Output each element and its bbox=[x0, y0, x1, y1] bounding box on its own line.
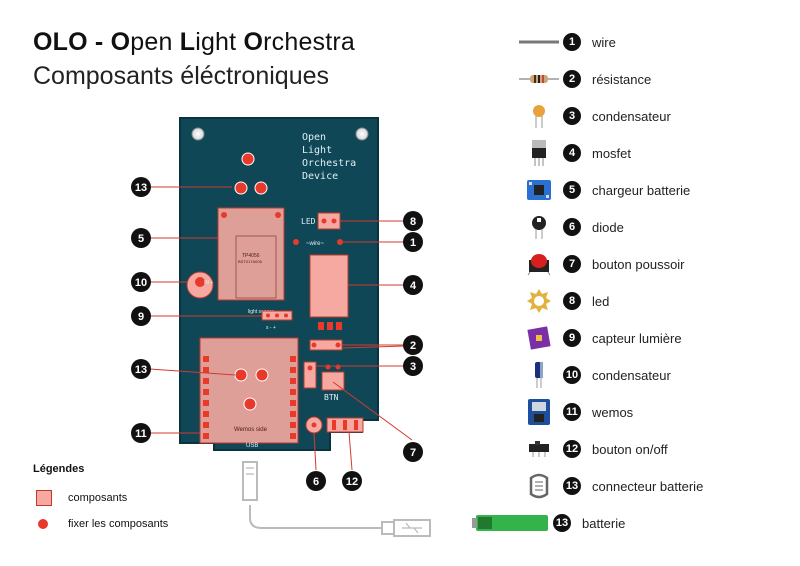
mounting-hole bbox=[355, 127, 369, 141]
svg-text:s - +: s - + bbox=[266, 325, 276, 331]
svg-text:3: 3 bbox=[410, 361, 416, 373]
svg-text:6: 6 bbox=[313, 476, 319, 488]
legend: Légendes composants fixer les composants bbox=[33, 463, 168, 537]
svg-text:1: 1 bbox=[410, 237, 416, 249]
battery-icon bbox=[471, 509, 553, 537]
svg-text:4: 4 bbox=[410, 280, 417, 292]
legend-title: Légendes bbox=[33, 463, 85, 475]
part-item: 4 mosfet bbox=[515, 138, 795, 168]
component-swatch bbox=[36, 490, 52, 506]
led-icon bbox=[515, 287, 563, 315]
battery-connector-icon bbox=[515, 472, 563, 500]
callout-5: 5 bbox=[131, 228, 151, 248]
battery-connector-pad bbox=[234, 181, 248, 195]
svg-text:5: 5 bbox=[138, 233, 144, 245]
resistor-icon bbox=[515, 65, 563, 93]
wire-pad bbox=[293, 239, 299, 245]
svg-text:2: 2 bbox=[410, 340, 416, 352]
callout-6: 6 bbox=[306, 471, 326, 491]
svg-text:8: 8 bbox=[410, 216, 416, 228]
mosfet-icon bbox=[515, 139, 563, 167]
charger-footprint bbox=[217, 207, 285, 301]
battery-connector-pad bbox=[234, 368, 248, 382]
page-title: OLO - Open Light Orchestra bbox=[33, 28, 356, 56]
part-item: 10 condensateur bbox=[515, 360, 795, 390]
svg-text:BTN: BTN bbox=[324, 393, 339, 402]
svg-text:LED: LED bbox=[301, 217, 316, 226]
battery-connector-pad bbox=[254, 181, 268, 195]
callout-2: 2 bbox=[403, 335, 423, 355]
svg-text:USB: USB bbox=[246, 443, 258, 449]
callout-12: 12 bbox=[342, 471, 362, 491]
part-item: 13 connecteur batterie bbox=[515, 471, 795, 501]
svg-text:Device: Device bbox=[302, 171, 338, 182]
svg-text:light sensor: light sensor bbox=[248, 309, 274, 315]
electrolytic-capacitor-icon bbox=[515, 361, 563, 389]
callout-4: 4 bbox=[403, 275, 423, 295]
svg-text:12: 12 bbox=[346, 476, 358, 488]
legend-item-fix: fixer les composants bbox=[33, 511, 168, 537]
svg-text:7: 7 bbox=[410, 447, 416, 459]
led-footprint bbox=[317, 212, 341, 230]
usb-cable bbox=[242, 461, 431, 537]
charger-label: TP4056 bbox=[242, 253, 260, 259]
part-item: 12 bouton on/off bbox=[515, 434, 795, 464]
part-item: 6 diode bbox=[515, 212, 795, 242]
charger-board-icon bbox=[515, 176, 563, 204]
part-item: 2 résistance bbox=[515, 64, 795, 94]
callout-9: 9 bbox=[131, 306, 151, 326]
page-subtitle: Composants éléctroniques bbox=[33, 62, 329, 90]
push-button-icon bbox=[515, 250, 563, 278]
svg-text:13: 13 bbox=[135, 182, 147, 194]
svg-text:Light: Light bbox=[302, 145, 332, 156]
mounting-hole bbox=[191, 127, 205, 141]
board-title: Open Light Orchestra Device bbox=[302, 132, 356, 182]
legend-item-components: composants bbox=[33, 485, 168, 511]
callout-3: 3 bbox=[403, 356, 423, 376]
svg-text:Wemos side: Wemos side bbox=[234, 427, 268, 433]
part-item: 11 wemos bbox=[515, 397, 795, 427]
svg-text:9: 9 bbox=[138, 311, 144, 323]
svg-text:IN +: IN + bbox=[204, 280, 213, 286]
callout-7: 7 bbox=[403, 442, 423, 462]
fix-dot-swatch bbox=[38, 519, 48, 529]
fix-dot bbox=[241, 152, 255, 166]
part-item: 1 wire bbox=[515, 27, 795, 57]
callout-10: 10 bbox=[131, 272, 151, 292]
part-item: 3 condensateur bbox=[515, 101, 795, 131]
callout-8: 8 bbox=[403, 211, 423, 231]
wemos-icon bbox=[515, 398, 563, 426]
wire-icon bbox=[515, 28, 563, 56]
svg-text:Orchestra: Orchestra bbox=[302, 158, 356, 169]
callout-1: 1 bbox=[403, 232, 423, 252]
part-item: 9 capteur lumière bbox=[515, 323, 795, 353]
svg-text:Open: Open bbox=[302, 132, 326, 143]
callout-11: 11 bbox=[131, 423, 151, 443]
switch-icon bbox=[515, 435, 563, 463]
part-item: 13 batterie bbox=[472, 508, 795, 538]
svg-text:10: 10 bbox=[135, 277, 147, 289]
fix-dot bbox=[243, 397, 257, 411]
part-item: 8 led bbox=[515, 286, 795, 316]
svg-text:11: 11 bbox=[135, 428, 147, 440]
mosfet-footprint bbox=[309, 254, 349, 318]
callout-13: 13 bbox=[131, 177, 151, 197]
part-item: 5 chargeur batterie bbox=[515, 175, 795, 205]
diode-icon bbox=[515, 213, 563, 241]
wemos-pins bbox=[203, 356, 296, 439]
svg-text:13: 13 bbox=[135, 364, 147, 376]
ceramic-capacitor-icon bbox=[515, 102, 563, 130]
battery-connector-pad bbox=[255, 368, 269, 382]
part-item: 7 bouton poussoir bbox=[515, 249, 795, 279]
svg-text:BST017A006: BST017A006 bbox=[238, 259, 263, 264]
capacitor-small-footprint bbox=[303, 361, 317, 389]
wemos-footprint bbox=[199, 337, 299, 444]
light-sensor-icon bbox=[515, 324, 563, 352]
svg-text:~wire~: ~wire~ bbox=[306, 241, 325, 247]
callout-13b: 13 bbox=[131, 359, 151, 379]
